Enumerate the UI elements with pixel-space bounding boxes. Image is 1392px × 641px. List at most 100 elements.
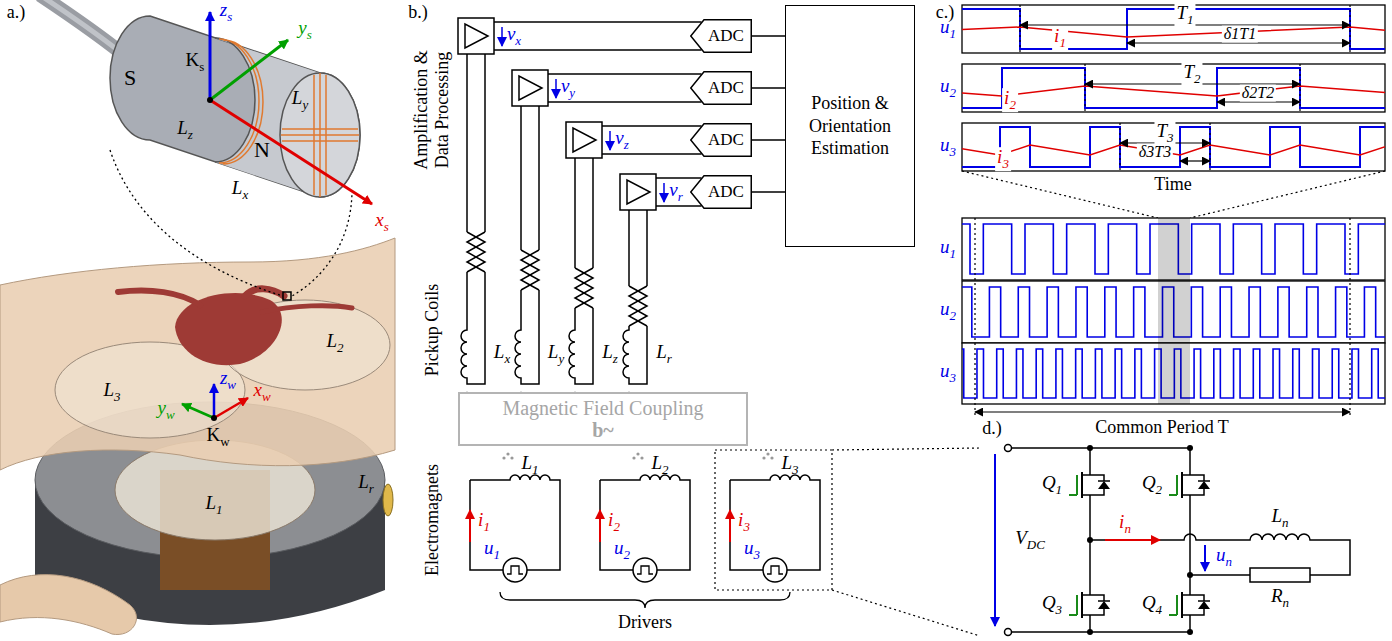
- dimension-arrow: [1217, 101, 1300, 102]
- signal-wire: [548, 101, 702, 103]
- text-label: i2: [1002, 88, 1018, 112]
- amplifier-symbol: [519, 76, 542, 100]
- terminal: [1005, 629, 1012, 636]
- amplifier-box: [566, 122, 602, 158]
- text-label: T2: [1181, 62, 1202, 86]
- mosfet-symbol: [1082, 474, 1090, 476]
- text-label: Q2: [1142, 473, 1162, 497]
- highlight-band: [1158, 218, 1190, 404]
- field-mark: [640, 456, 643, 459]
- text-label: i2: [608, 510, 620, 534]
- period-marker: [1209, 123, 1210, 171]
- coil-wire: [466, 54, 468, 232]
- node-text: Position & Orientation Estimation: [792, 92, 908, 160]
- current-arrow: [1105, 539, 1160, 541]
- signal-wire: [656, 205, 702, 207]
- text-label: vy: [561, 76, 575, 100]
- amplifier-symbol: [465, 24, 488, 48]
- text-label: Q1: [1042, 473, 1062, 497]
- signal-wire: [656, 177, 702, 179]
- amplifier-symbol: [573, 128, 596, 152]
- text-label: VDC: [1015, 528, 1045, 552]
- diode-symbol: [1198, 601, 1210, 609]
- node-text: b~: [466, 419, 740, 441]
- text-label: δ2T2: [1240, 85, 1276, 102]
- text-label: u1: [484, 538, 500, 562]
- sensor-illustration: [40, 0, 372, 204]
- voltage-arrow: [609, 131, 611, 150]
- text-label: N: [254, 138, 270, 161]
- square-wave-source: [763, 558, 787, 582]
- text-label: L3: [103, 380, 120, 404]
- axis-arrow: [210, 40, 288, 100]
- text-label: Pickup Coils: [423, 284, 442, 377]
- signal-wire: [548, 73, 702, 75]
- dimension-arrow: [1127, 42, 1350, 43]
- brace: [500, 592, 790, 608]
- mosfet-symbol: [1181, 592, 1183, 618]
- process-box: Position & Orientation Estimation: [785, 5, 915, 247]
- text-label: S: [124, 66, 136, 89]
- supply-rail: [1012, 631, 1190, 633]
- diode-symbol: [1098, 480, 1110, 482]
- text-label: xw: [253, 380, 270, 404]
- coil-wire: [646, 210, 648, 286]
- text-label: yw: [157, 398, 174, 422]
- twisted-pair: [521, 250, 539, 290]
- detail-box: [715, 450, 832, 590]
- text-label: Common Period T: [1095, 418, 1229, 437]
- signal-wire: [494, 21, 702, 23]
- text-label: Q4: [1142, 593, 1162, 617]
- text-label: L1: [205, 493, 222, 517]
- period-marker: [1084, 64, 1085, 112]
- text-label: Ly: [292, 88, 308, 112]
- coil-wire: [484, 54, 486, 232]
- connector: [752, 87, 785, 89]
- mosfet-gate: [1169, 494, 1177, 496]
- text-label: i1: [1052, 26, 1068, 50]
- adc-block: ADC: [690, 71, 752, 105]
- terminal: [1005, 445, 1012, 452]
- mosfet-symbol: [1082, 614, 1090, 616]
- text-label: L3: [781, 453, 798, 477]
- text-label: Lz: [177, 118, 193, 142]
- pickup-coil-symbol: [569, 308, 593, 384]
- text-label: Ly: [548, 342, 564, 366]
- node-text: Magnetic Field Coupling: [466, 397, 740, 419]
- current-waveform: [962, 86, 1385, 96]
- mosfet-gate: [1076, 595, 1078, 615]
- twisted-pair: [467, 232, 485, 272]
- mosfet-symbol: [1182, 614, 1190, 616]
- diode-symbol: [1198, 600, 1210, 602]
- diode-symbol: [1198, 480, 1210, 482]
- mosfet-symbol: [1082, 494, 1090, 496]
- mosfet-gate: [1169, 614, 1177, 616]
- zoom-line: [1190, 171, 1385, 218]
- diode-symbol: [1098, 481, 1110, 489]
- twisted-pair: [575, 268, 593, 308]
- text-label: in: [1119, 512, 1131, 536]
- node-text: ADC: [708, 26, 744, 46]
- text-label: zs: [220, 0, 232, 24]
- twisted-pair: [521, 250, 539, 290]
- text-label: a.): [7, 3, 25, 22]
- diode-symbol: [1098, 600, 1110, 602]
- field-mark: [762, 456, 765, 459]
- axis-arrow: [209, 12, 212, 100]
- text-label: ys: [298, 18, 312, 42]
- text-label: i3: [995, 147, 1011, 171]
- zoom-line: [832, 590, 980, 636]
- patient-illustration: [0, 150, 395, 635]
- electromagnet-circuit: [470, 475, 560, 570]
- signal-wire: [602, 153, 702, 155]
- text-label: Q3: [1042, 593, 1062, 617]
- load-circuit: [1090, 534, 1350, 575]
- field-mark: [510, 456, 513, 459]
- text-label: L2: [651, 453, 668, 477]
- square-wave-source: [633, 558, 657, 582]
- text-label: u3: [744, 538, 760, 562]
- adc-outline: [691, 176, 752, 209]
- period-marker: [1119, 123, 1120, 171]
- current-arrow: [729, 510, 731, 542]
